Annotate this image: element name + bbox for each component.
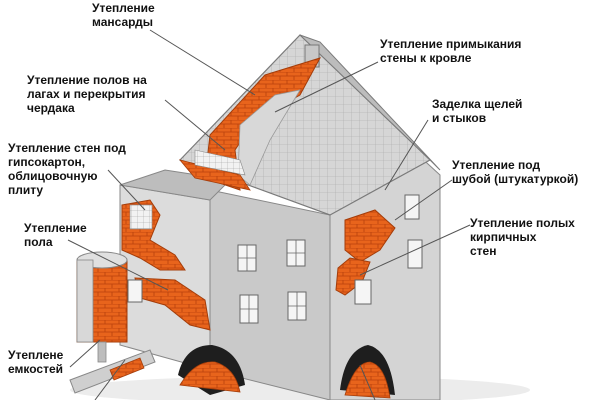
drywall-grid [129, 204, 153, 230]
label-floors-on-joists: Утепление полов на лагах и перекрытия че… [27, 73, 147, 115]
tank-shell [76, 259, 94, 343]
label-cracks-joints: Заделка щелей и стыков [432, 97, 523, 125]
right-basement-insulation [344, 361, 391, 399]
floor-insulation [134, 277, 211, 331]
label-attic: Утепление мансарды [92, 1, 155, 29]
attic-floor-slab [194, 149, 246, 176]
window-mullions [238, 240, 306, 323]
label-floor: Утепление пола [24, 221, 87, 249]
tank-pipe [97, 341, 107, 363]
label-hollow-brick: Утепление полых кирпичных стен [470, 216, 575, 258]
label-walls-drywall: Утепление стен под гипсокартон, облицово… [8, 141, 126, 197]
label-roof-junction: Утепление примыкания стены к кровле [380, 37, 522, 65]
label-under-plaster: Утепление под шубой (штукатуркой) [452, 158, 579, 186]
leader-lines [67, 29, 471, 400]
roof-ridge [299, 34, 441, 171]
label-tanks: Утеплене емкостей [8, 348, 64, 376]
plaster-insulation [344, 209, 396, 263]
basement-insulation [179, 361, 241, 393]
